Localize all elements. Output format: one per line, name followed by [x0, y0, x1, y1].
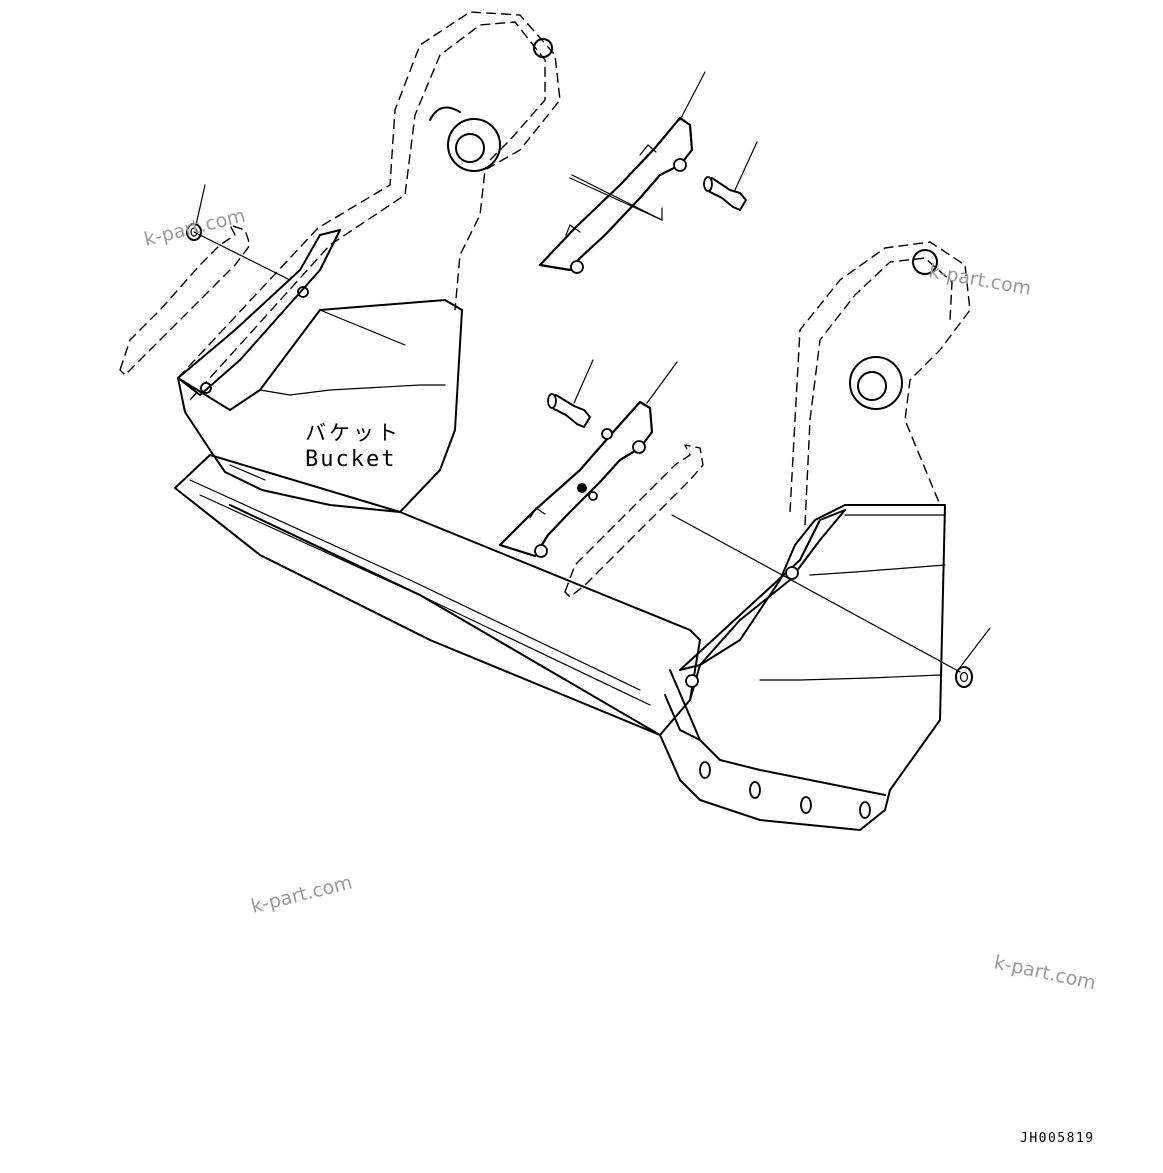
upper-wear-plate [538, 116, 694, 274]
drawing-code: JH005819 [1020, 1131, 1095, 1146]
bucket-outline [174, 11, 971, 831]
lower-wear-plate [498, 400, 654, 558]
watermark: k-part.com [927, 260, 1033, 300]
watermark: k-part.com [142, 204, 248, 250]
upper-bolt [703, 176, 747, 211]
bucket-label-jp: バケット [305, 421, 401, 445]
right-pin-outline [564, 444, 704, 598]
left-pin-outline [119, 224, 251, 376]
left-washer [186, 223, 202, 241]
leader-lines [193, 71, 991, 673]
lower-bolt [547, 393, 591, 428]
watermark: k-part.com [992, 951, 1098, 994]
bucket-label-en: Bucket [305, 447, 396, 472]
right-washer [955, 666, 973, 688]
watermark: k-part.com [249, 871, 355, 917]
